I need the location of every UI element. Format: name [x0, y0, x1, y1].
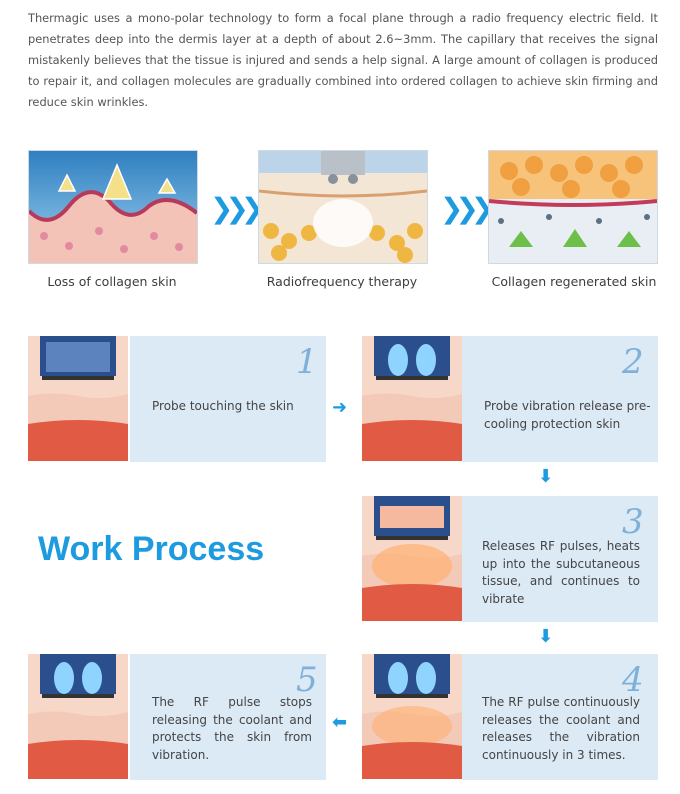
step-number: 3	[622, 502, 644, 542]
step-number: 1	[296, 342, 318, 382]
step-description: Probe vibration release pre-cooling prot…	[484, 399, 651, 431]
step-card	[130, 654, 326, 780]
arrow-down-icon: ⬇	[538, 466, 554, 487]
step-card	[462, 654, 658, 780]
rf-stop-illustration	[28, 654, 128, 779]
stage-caption: Radiofrequency therapy	[266, 274, 418, 289]
step-card	[462, 496, 658, 622]
step-number: 2	[622, 342, 644, 382]
probe-precooling-illustration	[362, 336, 462, 461]
step-description: The RF pulse stops releasing the coolant…	[152, 695, 312, 762]
stage-caption: Loss of collagen skin	[47, 274, 177, 289]
step-number: 4	[622, 660, 644, 700]
step-description: The RF pulse continuously releases the c…	[482, 695, 640, 762]
probe-skin-illustration	[28, 336, 128, 461]
work-process-title: Work Process	[38, 530, 265, 568]
arrow-down-icon: ⬇	[538, 626, 554, 647]
step-card	[130, 336, 326, 462]
step-number: 5	[296, 660, 318, 700]
radiofrequency-therapy-illustration	[258, 150, 428, 264]
arrow-left-icon: ⬅	[332, 712, 348, 733]
collagen-regenerated-illustration	[488, 150, 658, 264]
chevron-right-icon: ❯❯❯	[210, 192, 264, 225]
loss-of-collagen-illustration	[28, 150, 198, 264]
step-card	[462, 336, 658, 462]
rf-continuous-illustration	[362, 654, 462, 779]
step-description: Releases RF pulses, heats up into the su…	[482, 539, 640, 606]
arrow-right-icon: ➜	[332, 397, 348, 418]
rf-pulse-illustration	[362, 496, 462, 621]
intro-paragraph: Thermagic uses a mono-polar technology t…	[28, 11, 658, 109]
stage-caption: Collagen regenerated skin	[491, 274, 657, 289]
chevron-right-icon: ❯❯❯	[440, 192, 494, 225]
step-description: Probe touching the skin	[152, 399, 294, 413]
